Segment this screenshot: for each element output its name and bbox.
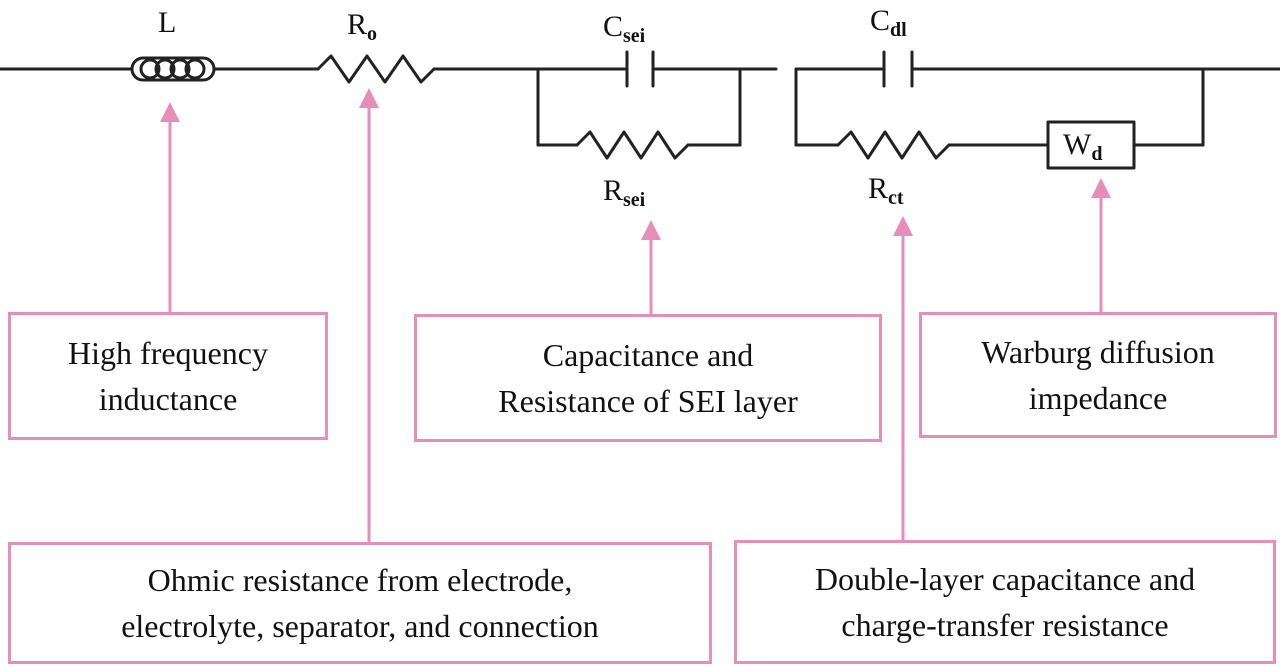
arrow-double-layer xyxy=(893,216,913,540)
capacitor-cdl-symbol xyxy=(882,50,914,88)
resistor-r0-symbol xyxy=(316,54,436,84)
label-r0: Ro xyxy=(347,8,377,45)
arrow-sei xyxy=(641,220,661,314)
callout-double-layer: Double-layer capacitance and charge-tran… xyxy=(734,540,1276,664)
label-wd: Wd xyxy=(1063,128,1102,165)
callout-warburg: Warburg diffusion impedance xyxy=(919,312,1277,438)
label-l: L xyxy=(158,6,176,39)
arrow-inductance xyxy=(160,102,180,312)
label-rsei: Rsei xyxy=(603,174,646,211)
resistor-rsei-symbol xyxy=(575,130,690,160)
resistor-rct-symbol xyxy=(836,130,951,160)
inductor-symbol xyxy=(130,56,216,82)
callout-inductance: High frequency inductance xyxy=(8,312,328,440)
callout-sei: Capacitance and Resistance of SEI layer xyxy=(414,314,882,442)
label-csei: Csei xyxy=(603,10,646,47)
arrow-warburg xyxy=(1091,178,1111,312)
label-cdl: Cdl xyxy=(870,4,907,41)
callout-ohmic: Ohmic resistance from electrode, electro… xyxy=(8,542,712,664)
label-rct: Rct xyxy=(868,172,904,209)
arrow-ohmic xyxy=(359,88,379,542)
capacitor-csei-symbol xyxy=(625,50,655,88)
